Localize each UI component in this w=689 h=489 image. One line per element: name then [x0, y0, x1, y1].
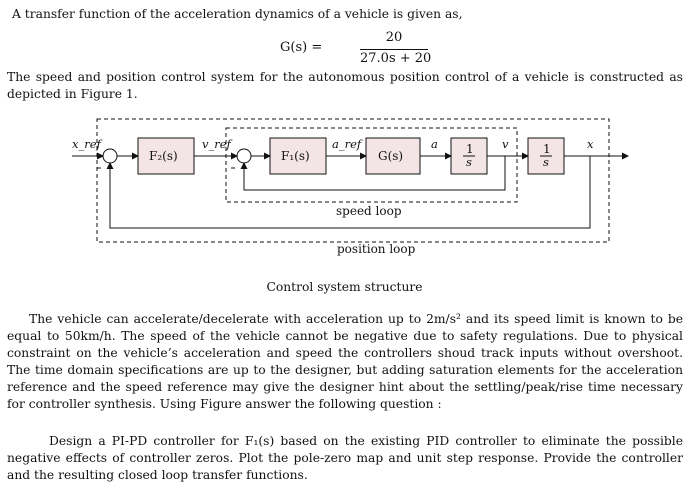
block-F2	[137, 137, 195, 175]
block-F1	[269, 137, 327, 175]
integrator-2-numerator: 1	[543, 142, 551, 156]
paragraph-line: reference and the speed reference may gi…	[7, 380, 683, 394]
integrator-1-denominator: s	[466, 155, 472, 169]
paragraph-line: The vehicle can accelerate/decelerate wi…	[29, 312, 683, 326]
label-F2: F₂(s)	[149, 149, 178, 163]
paragraph-line: and the resulting closed loop transfer f…	[7, 468, 308, 482]
integrator-2-denominator: s	[543, 155, 549, 169]
paragraph-constraints: The vehicle can accelerate/decelerate wi…	[7, 311, 683, 413]
label-F1: F₁(s)	[281, 149, 310, 163]
position-feedback-path	[106, 156, 591, 229]
label-G: G(s)	[378, 149, 403, 163]
label-vref: v_ref	[202, 137, 233, 151]
paragraph-line: for controller synthesis. Using Figure a…	[7, 397, 442, 411]
paragraph-intro-system: The speed and position control system fo…	[7, 69, 683, 103]
label-speed-loop: speed loop	[336, 204, 402, 218]
label-aref: a_ref	[332, 137, 363, 151]
paragraph-line: negative effects of controller zeros. Pl…	[7, 451, 683, 465]
label-xref: x_ref	[72, 137, 103, 151]
summing-junction-position	[102, 148, 118, 164]
paragraph-line: The speed and position control system fo…	[7, 70, 683, 84]
paragraph-line: constraint on the vehicle’s acceleration…	[7, 346, 683, 360]
paragraph-question: Design a PI-PD controller for F₁(s) base…	[7, 433, 683, 484]
intro-text: A transfer function of the acceleration …	[12, 7, 463, 21]
paragraph-line: depicted in Figure 1.	[7, 87, 138, 101]
speed-loop-boundary	[225, 127, 518, 203]
paragraph-line: equal to 50km/h. The speed of the vehicl…	[7, 329, 683, 343]
paragraph-line: Design a PI-PD controller for F₁(s) base…	[49, 434, 683, 448]
label-v: v	[502, 137, 509, 151]
fraction-bar	[360, 49, 428, 50]
integrator-1-numerator: 1	[466, 142, 474, 156]
summing-junction-speed	[236, 148, 252, 164]
position-loop-boundary	[96, 118, 610, 243]
equation-lhs: G(s) =	[280, 40, 323, 55]
speed-feedback-path	[240, 156, 506, 191]
figure-caption: Control system structure	[266, 280, 423, 294]
equation-denominator: 27.0s + 20	[360, 51, 432, 66]
label-position-loop: position loop	[337, 242, 416, 256]
equation-numerator: 20	[385, 30, 403, 45]
label-a: a	[431, 137, 438, 151]
label-x: x	[587, 137, 594, 151]
paragraph-line: The time domain specifications are up to…	[7, 363, 683, 377]
